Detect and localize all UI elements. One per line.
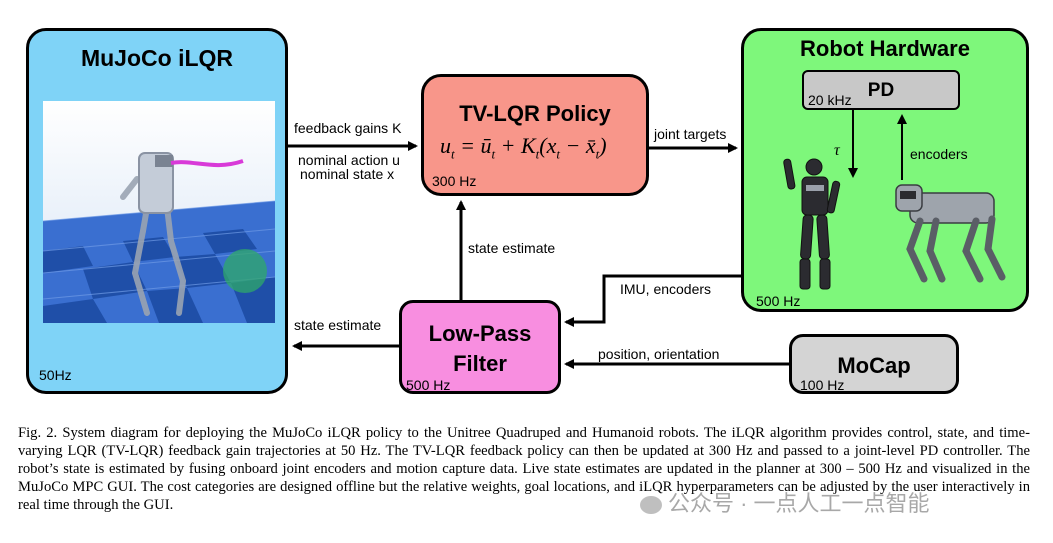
- tau-label: τ: [834, 142, 840, 159]
- lpf-title-line2: Filter: [453, 351, 507, 376]
- mujoco-simulation-render: [43, 101, 275, 323]
- tvlqr-policy-box: TV-LQR Policy ut = ūt + Kt(xt − x̄t) 300…: [421, 74, 649, 196]
- watermark: 公众号 · 一点人工一点智能: [640, 486, 930, 518]
- figure-caption: Fig. 2. System diagram for deploying the…: [18, 425, 1030, 513]
- mocap-box: MoCap 100 Hz: [789, 334, 959, 394]
- pd-title: PD: [867, 80, 895, 101]
- mujoco-ilqr-title: MuJoCo iLQR: [80, 45, 234, 71]
- robot-hardware-title: Robot Hardware: [800, 36, 970, 61]
- position-orientation-label: position, orientation: [598, 346, 720, 362]
- tvlqr-title: TV-LQR Policy: [459, 101, 611, 126]
- tvlqr-rate: 300 Hz: [432, 173, 477, 189]
- mujoco-rate: 50Hz: [39, 367, 72, 383]
- pd-rate: 20 kHz: [808, 92, 852, 108]
- encoders-label: encoders: [910, 146, 968, 162]
- humanoid-robot-image: [783, 158, 841, 290]
- robot-hardware-rate: 500 Hz: [756, 293, 801, 309]
- quadruped-robot-image: [895, 184, 1006, 283]
- mocap-rate: 100 Hz: [800, 377, 845, 393]
- wechat-icon: [640, 496, 662, 515]
- imu-encoders-label: IMU, encoders: [620, 281, 712, 297]
- lpf-title-line1: Low-Pass: [428, 321, 532, 346]
- nominal-state-label: nominal state x: [300, 166, 395, 182]
- mujoco-ilqr-box: MuJoCo iLQR: [26, 28, 288, 394]
- feedback-gains-label: feedback gains K: [294, 120, 402, 136]
- low-pass-filter-box: Low-Pass Filter 500 Hz: [399, 300, 561, 394]
- mocap-title: MoCap: [837, 353, 911, 378]
- lpf-rate: 500 Hz: [406, 377, 451, 393]
- nominal-action-label: nominal action u: [298, 152, 400, 168]
- pd-controller-box: PD 20 kHz: [802, 70, 960, 110]
- state-estimate-up-label: state estimate: [468, 240, 556, 256]
- arrow-robot-to-lpf: [564, 274, 741, 327]
- joint-targets-label: joint targets: [654, 126, 727, 142]
- watermark-text: 公众号 · 一点人工一点智能: [668, 491, 930, 516]
- tvlqr-control-law: ut = ūt + Kt(xt − x̄t): [440, 133, 607, 162]
- state-estimate-left-label: state estimate: [294, 317, 382, 333]
